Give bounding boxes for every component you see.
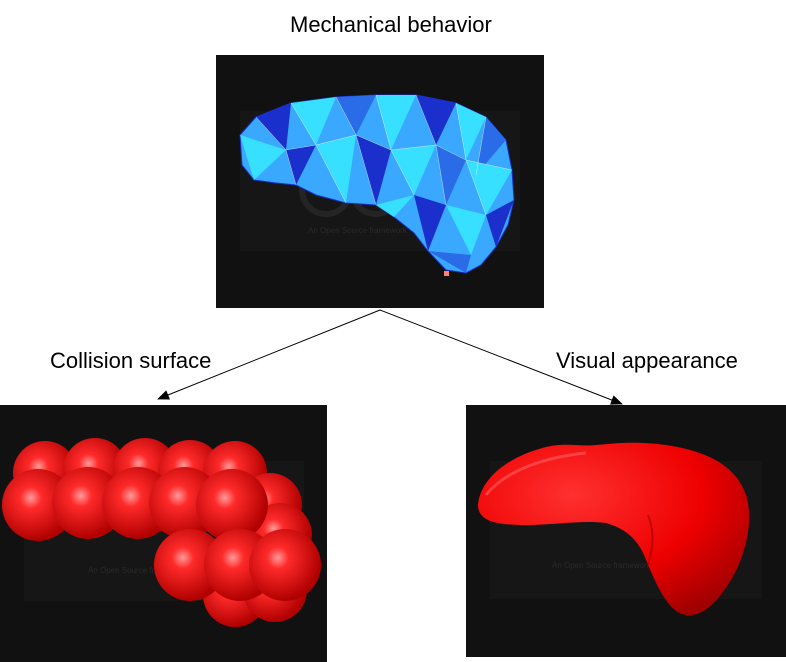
collision-surface-label: Collision surface: [50, 348, 212, 373]
watermark-tagline: An Open Source framework: [88, 566, 188, 575]
tetrahedral-mesh: [239, 94, 515, 276]
visual-mesh-surface: [478, 442, 750, 616]
visual-surface-view: An Open Source framework: [478, 442, 762, 616]
collision-spheres-view: An Open Source framework: [2, 438, 321, 627]
mechanical-behavior-panel: An Open Source framework: [216, 55, 544, 308]
arrow-to-visual: [379, 309, 623, 405]
mechanical-mesh-view: An Open Source framework: [239, 94, 520, 276]
arrow-to-collision: [157, 309, 381, 400]
mechanical-behavior-label: Mechanical behavior: [290, 12, 492, 37]
collision-surface-panel: An Open Source framework: [0, 405, 327, 662]
watermark-tagline: An Open Source framework: [308, 226, 408, 235]
collision-spheres: [2, 438, 321, 627]
watermark-tagline: An Open Source framework: [552, 561, 652, 570]
visual-appearance-panel: An Open Source framework: [466, 405, 786, 657]
visual-appearance-label: Visual appearance: [556, 348, 738, 373]
